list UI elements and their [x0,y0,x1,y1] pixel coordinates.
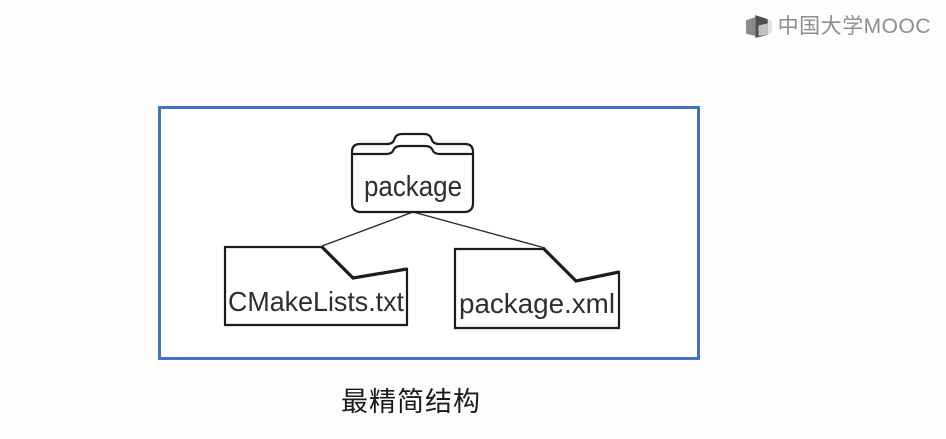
caption: 最精简结构 [341,387,481,417]
diagram-frame [158,106,700,360]
mooc-logo: 中国大学MOOC [745,13,931,40]
mooc-logo-icon [745,15,772,38]
mooc-logo-text: 中国大学MOOC [777,15,931,38]
